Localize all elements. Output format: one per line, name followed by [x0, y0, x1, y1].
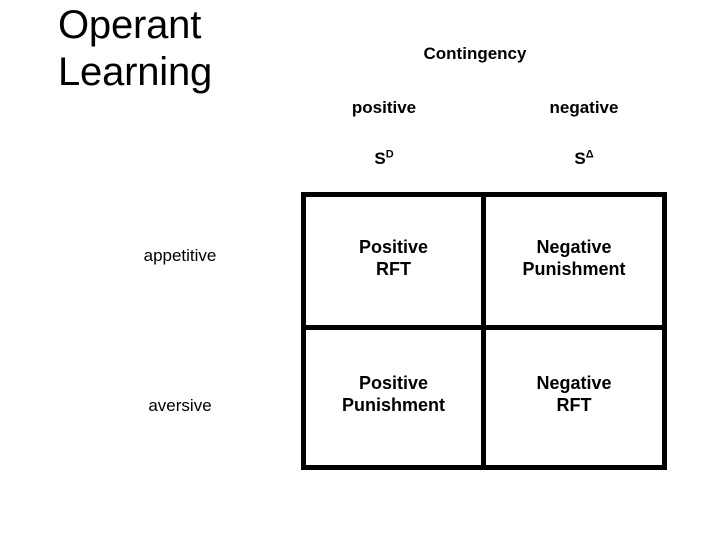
matrix-column-header-negative: negative	[549, 98, 619, 117]
stimulus-base-letter: S	[374, 149, 386, 168]
matrix-cell-appetitive-positive: Positive RFT	[306, 197, 481, 325]
matrix-dimension-label: Contingency	[423, 44, 527, 63]
matrix-cell-text: Negative RFT	[536, 372, 612, 415]
matrix-column-header-positive: positive	[351, 98, 417, 117]
matrix-cell-text: Negative Punishment	[522, 237, 626, 279]
stimulus-superscript: D	[385, 148, 394, 161]
stimulus-symbol-s-d: SD	[294, 149, 474, 169]
matrix-cell-text: Positive Punishment	[341, 372, 445, 415]
stimulus-base-letter: S	[574, 149, 586, 168]
matrix-row-label-aversive: aversive	[148, 396, 212, 415]
matrix-cell-appetitive-negative: Negative Punishment	[481, 197, 662, 325]
stimulus-superscript: Δ	[585, 148, 594, 161]
matrix-row-label-appetitive: appetitive	[143, 246, 217, 265]
matrix-cell-aversive-negative: Negative RFT	[481, 325, 662, 465]
matrix-cell-text: Positive RFT	[358, 237, 429, 279]
page-title: Operant Learning	[58, 3, 213, 94]
matrix-cell-aversive-positive: Positive Punishment	[306, 325, 481, 465]
stimulus-symbol-s-delta: SΔ	[494, 149, 674, 169]
contingency-matrix: Positive RFT Negative Punishment Positiv…	[301, 192, 667, 470]
